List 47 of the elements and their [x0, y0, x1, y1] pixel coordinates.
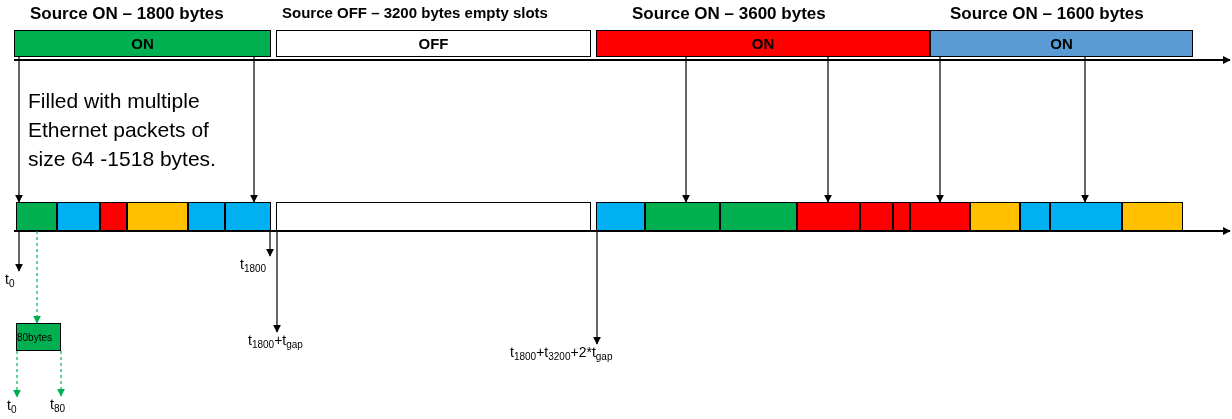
dashed-arrow: [57, 350, 65, 397]
packet-box: [1020, 202, 1050, 231]
packet-box: [16, 202, 57, 231]
time-label: t$_{1800}$: [240, 256, 267, 272]
arrow: [250, 56, 258, 203]
time-label: t$_{80}$: [50, 396, 65, 412]
packet-box: [645, 202, 720, 231]
time-label: t$_{0}$: [7, 397, 17, 413]
note-text: Filled with multiple Ethernet packets of size 64 -1518 bytes.: [28, 88, 217, 172]
arrow: [15, 56, 23, 203]
arrow: [15, 230, 23, 272]
state-bar: ON: [596, 30, 930, 57]
packet-box: [1050, 202, 1122, 231]
arrow: [1081, 56, 1089, 203]
packet-box: [720, 202, 797, 231]
segment-heading: Source OFF – 3200 bytes empty slots: [282, 4, 548, 21]
arrow: [936, 56, 944, 203]
packet-box: [860, 202, 893, 231]
packet-box: [910, 202, 970, 231]
empty-slot: [276, 202, 591, 231]
packet-box: [127, 202, 188, 231]
packet-box: [225, 202, 271, 231]
arrow: [273, 230, 281, 333]
segment-heading: Source ON – 1600 bytes: [950, 4, 1144, 24]
arrow: [682, 56, 690, 203]
segment-heading: Source ON – 3600 bytes: [632, 4, 826, 24]
arrow: [593, 230, 601, 345]
time-label: t$_{1800}$+t$_{gap}$: [248, 332, 303, 348]
packet-box: [100, 202, 127, 231]
packet-box: [1122, 202, 1183, 231]
arrow: [824, 56, 832, 203]
dashed-arrow: [33, 230, 41, 324]
packet-box: [188, 202, 225, 231]
packet-box: [57, 202, 100, 231]
packet-box: [596, 202, 645, 231]
segment-heading: Source ON – 1800 bytes: [30, 4, 224, 24]
dashed-arrow: [13, 350, 21, 398]
packet-box: [970, 202, 1020, 231]
time-label: t$_{0}$: [5, 271, 15, 287]
packet-box: [797, 202, 860, 231]
arrow: [266, 230, 274, 257]
time-label: t$_{1800}$+t$_{3200}$+2*t$_{gap}$: [510, 344, 613, 360]
state-bar: ON: [930, 30, 1193, 57]
state-bar: ON: [14, 30, 271, 57]
packet-box: [893, 202, 910, 231]
packet-box: 80bytes: [16, 323, 61, 351]
state-bar: OFF: [276, 30, 591, 57]
